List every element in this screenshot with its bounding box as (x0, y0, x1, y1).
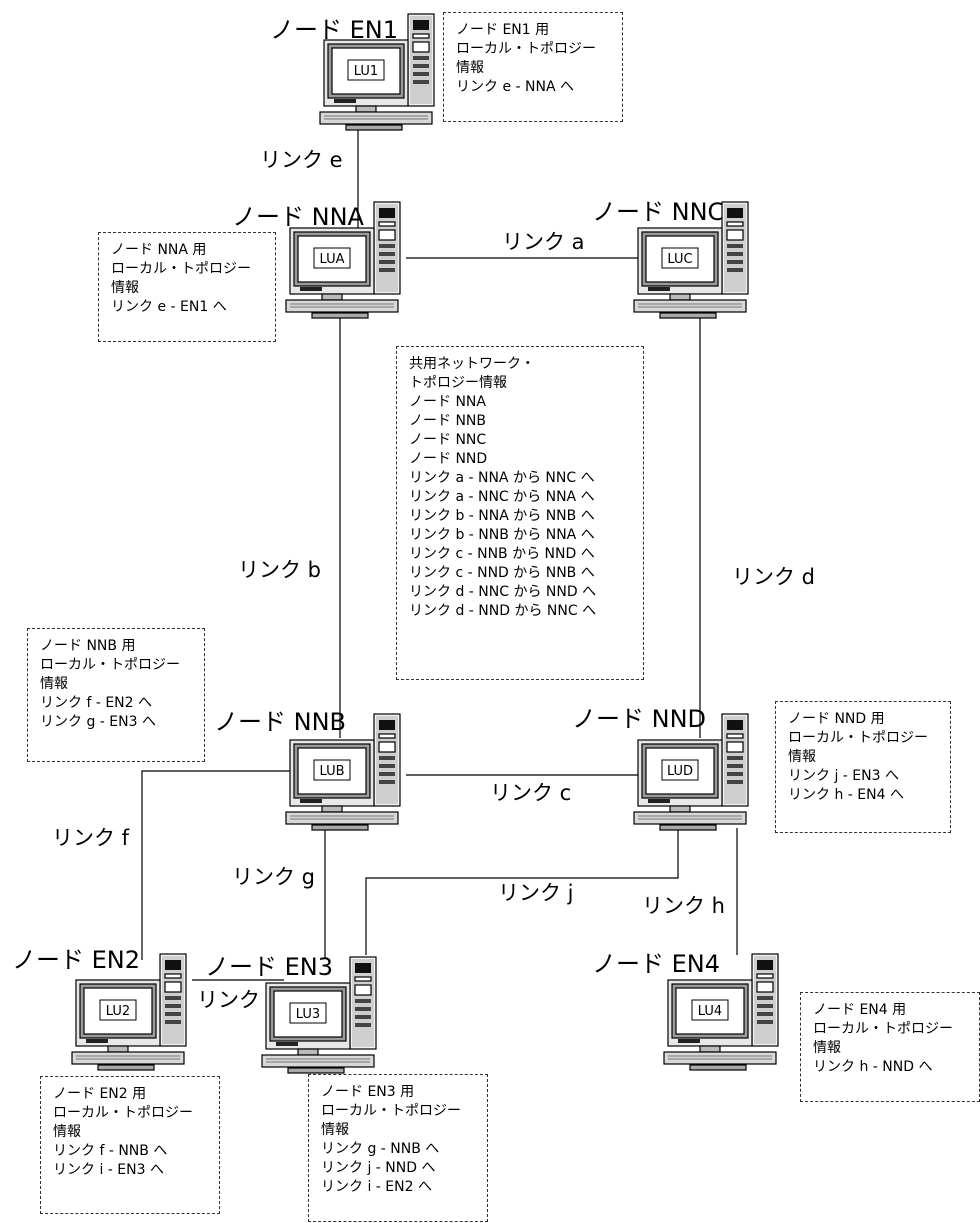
infobox-line: 共用ネットワーク・ (409, 356, 535, 372)
computer-en4-icon: LU4 (663, 953, 779, 1071)
link-label-f: リンク f (52, 826, 130, 850)
infobox-en3: ノード EN3 用ローカル・トポロジー情報リンク g - NNB へリンク j … (308, 1074, 488, 1222)
link-label-i: リンク i (197, 988, 273, 1012)
node-title-en2: ノード EN2 (12, 946, 141, 974)
infobox-line: リンク h - NND へ (813, 1059, 933, 1075)
infobox-en1: ノード EN1 用ローカル・トポロジー情報リンク e - NNA へ (443, 12, 623, 122)
lu-label: LUA (319, 252, 344, 267)
infobox-line: リンク j - NND へ (321, 1160, 436, 1176)
computer-en1-icon: LU1 (319, 13, 435, 131)
infobox-line: ノード EN2 用 (53, 1086, 147, 1102)
infobox-line: リンク d - NND から NNC へ (409, 603, 597, 619)
infobox-line: ローカル・トポロジー (813, 1021, 953, 1037)
infobox-line: ノード EN4 用 (813, 1002, 907, 1018)
infobox-line: 情報 (40, 676, 68, 692)
infobox-line: ローカル・トポロジー (321, 1103, 461, 1119)
infobox-line: ノード EN1 用 (456, 22, 550, 38)
infobox-line: 情報 (813, 1040, 841, 1056)
node-title-nnc: ノード NNC (592, 198, 725, 226)
infobox-line: 情報 (111, 280, 139, 296)
infobox-line: リンク b - NNA から NNB へ (409, 508, 595, 524)
lu-label: LUC (667, 252, 692, 267)
link-label-c: リンク c (490, 781, 572, 805)
infobox-en2: ノード EN2 用ローカル・トポロジー情報リンク f - NNB へリンク i … (40, 1076, 220, 1214)
computer-nnb-icon: LUB (285, 713, 401, 831)
infobox-line: リンク g - EN3 へ (40, 714, 156, 730)
infobox-line: リンク b - NNB から NNA へ (409, 527, 595, 543)
infobox-nna: ノード NNA 用ローカル・トポロジー情報リンク e - EN1 へ (98, 232, 276, 342)
lu-label: LU4 (698, 1004, 722, 1019)
infobox-line: ローカル・トポロジー (40, 657, 180, 673)
computer-nnc-icon: LUC (633, 201, 749, 319)
infobox-line: リンク i - EN2 へ (321, 1179, 432, 1195)
infobox-line: リンク h - EN4 へ (788, 787, 904, 803)
infobox-line: リンク e - EN1 へ (111, 299, 227, 315)
node-title-en4: ノード EN4 (592, 950, 721, 978)
infobox-shared: 共用ネットワーク・トポロジー情報ノード NNA ノード NNB ノード NNC ノード… (396, 346, 644, 680)
node-title-en3: ノード EN3 (205, 953, 334, 981)
node-title-nna: ノード NNA (232, 203, 364, 231)
lu-label: LUB (319, 764, 344, 779)
infobox-line: リンク c - NNB から NND へ (409, 546, 595, 562)
link-j-line (365, 828, 679, 955)
infobox-line: ノード EN3 用 (321, 1084, 415, 1100)
infobox-line: ノード NND 用 (788, 711, 885, 727)
infobox-line: リンク f - EN2 へ (40, 695, 153, 711)
computer-en3-icon: LU3 (261, 956, 377, 1074)
link-label-b: リンク b (238, 558, 322, 582)
infobox-line: リンク a - NNA から NNC へ (409, 470, 595, 486)
infobox-line: ローカル・トポロジー (456, 41, 596, 57)
lu-label: LU1 (354, 64, 378, 79)
node-title-en1: ノード EN1 (270, 16, 399, 44)
link-label-e: リンク e (260, 148, 343, 172)
infobox-line: 情報 (321, 1122, 349, 1138)
infobox-line: トポロジー情報 (409, 375, 507, 391)
infobox-line: ノード NNC (409, 432, 487, 448)
link-f-line (141, 770, 308, 960)
infobox-line: 情報 (788, 749, 816, 765)
computer-nnd-icon: LUD (633, 713, 749, 831)
link-label-h: リンク h (642, 894, 725, 918)
infobox-line: 情報 (456, 60, 484, 76)
infobox-line: リンク j - EN3 へ (788, 768, 899, 784)
infobox-line: リンク i - EN3 へ (53, 1162, 164, 1178)
lu-label: LUD (667, 764, 693, 779)
infobox-line: 情報 (53, 1124, 81, 1140)
lu-label: LU3 (296, 1007, 320, 1022)
infobox-line: ローカル・トポロジー (53, 1105, 193, 1121)
infobox-line: ローカル・トポロジー (111, 261, 251, 277)
node-title-nnb: ノード NNB (214, 708, 346, 736)
infobox-en4: ノード EN4 用ローカル・トポロジー情報リンク h - NND へ (800, 992, 980, 1102)
infobox-nnd: ノード NND 用ローカル・トポロジー情報リンク j - EN3 へリンク h … (775, 701, 951, 833)
infobox-line: ノード NNA 用 (111, 242, 207, 258)
infobox-line: ノード NNA (409, 394, 486, 410)
infobox-line: リンク e - NNA へ (456, 79, 574, 95)
link-label-j: リンク j (498, 881, 574, 905)
link-label-g: リンク g (232, 865, 316, 889)
infobox-line: リンク f - NNB へ (53, 1143, 168, 1159)
link-label-a: リンク a (502, 230, 585, 254)
link-label-d: リンク d (732, 565, 816, 589)
infobox-line: リンク c - NND から NNB へ (409, 565, 595, 581)
infobox-line: ノード NNB (409, 413, 486, 429)
infobox-line: リンク d - NNC から NND へ (409, 584, 597, 600)
computer-nna-icon: LUA (285, 201, 401, 319)
lu-label: LU2 (106, 1004, 130, 1019)
computer-en2-icon: LU2 (71, 953, 187, 1071)
infobox-line: リンク a - NNC から NNA へ (409, 489, 595, 505)
node-title-nnd: ノード NND (572, 705, 707, 733)
infobox-nnb: ノード NNB 用ローカル・トポロジー情報リンク f - EN2 へリンク g … (27, 628, 205, 762)
infobox-line: ローカル・トポロジー (788, 730, 928, 746)
infobox-line: ノード NND (409, 451, 488, 467)
infobox-line: ノード NNB 用 (40, 638, 136, 654)
infobox-line: リンク g - NNB へ (321, 1141, 440, 1157)
